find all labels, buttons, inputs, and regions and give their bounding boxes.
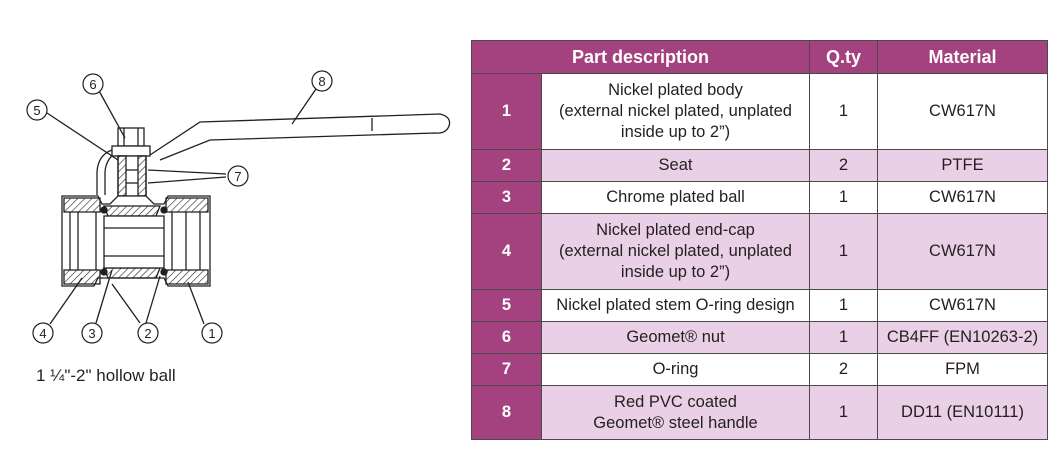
callout-8: 8 — [318, 74, 325, 89]
part-qty: 1 — [809, 289, 878, 322]
callout-5: 5 — [33, 103, 40, 118]
part-description: O-ring — [541, 353, 810, 386]
part-qty: 1 — [809, 181, 878, 214]
description-line: Chrome plated ball — [606, 188, 745, 206]
part-material: CB4FF (EN10263-2) — [877, 321, 1048, 354]
part-qty: 2 — [809, 353, 878, 386]
part-material: DD11 (EN10111) — [877, 385, 1048, 440]
part-material: CW617N — [877, 73, 1048, 150]
part-qty: 1 — [809, 385, 878, 440]
callout-3: 3 — [88, 326, 95, 341]
description-line: Nickel plated body — [608, 81, 743, 99]
part-description: Chrome plated ball — [541, 181, 810, 214]
valve-cross-section-drawing: 4 3 2 1 5 6 7 8 — [26, 70, 451, 344]
description-line: Nickel plated end-cap — [596, 221, 755, 239]
callout-7: 7 — [234, 169, 241, 184]
table-row: 4 Nickel plated end-cap (external nickel p… — [471, 213, 1048, 290]
part-description: Nickel plated end-cap (external nickel pl… — [541, 213, 810, 290]
part-material: CW617N — [877, 289, 1048, 322]
handle-lever — [149, 113, 451, 161]
description-line: Red PVC coated — [614, 392, 737, 411]
part-qty: 1 — [809, 73, 878, 150]
part-material: FPM — [877, 353, 1048, 386]
part-description: Seat — [541, 149, 810, 182]
part-description: Nickel plated stem O-ring design — [541, 289, 810, 322]
description-line: O-ring — [652, 360, 699, 378]
description-line: Seat — [658, 156, 693, 174]
description-line: (external nickel plated, unplated — [559, 102, 792, 120]
part-number: 6 — [471, 321, 542, 354]
header-part-description: Part description — [471, 40, 810, 74]
part-qty: 1 — [809, 321, 878, 354]
part-number: 5 — [471, 289, 542, 322]
header-qty: Q.ty — [809, 40, 878, 74]
part-description: Geomet® nut — [541, 321, 810, 354]
ball-shape — [103, 215, 165, 269]
description-line: inside up to 2”) — [620, 123, 731, 141]
description-line: inside up to 2”) — [620, 263, 731, 281]
part-number: 3 — [471, 181, 542, 214]
description-line: Nickel plated stem O-ring design — [556, 296, 795, 314]
part-number: 7 — [471, 353, 542, 386]
drawing-caption: 1 ¼"-2" hollow ball — [36, 366, 176, 385]
callout-2: 2 — [144, 326, 151, 341]
callout-6: 6 — [89, 77, 96, 92]
callout-1: 1 — [208, 326, 215, 341]
description-line: Geomet® steel handle — [593, 413, 758, 432]
table-header-row: Part description Q.ty Material — [471, 40, 1048, 74]
description-line: Geomet® nut — [626, 328, 725, 346]
nut-shape — [117, 127, 145, 147]
part-number: 1 — [471, 73, 542, 150]
part-qty: 2 — [809, 149, 878, 182]
part-number: 8 — [471, 385, 542, 440]
part-material: PTFE — [877, 149, 1048, 182]
description-line: (external nickel plated, unplated — [559, 242, 792, 260]
table-row: 1 Nickel plated body (external nickel plat… — [471, 73, 1048, 150]
part-material: CW617N — [877, 181, 1048, 214]
header-material: Material — [877, 40, 1048, 74]
part-description: Nickel plated body (external nickel plate… — [541, 73, 810, 150]
part-number: 4 — [471, 213, 542, 290]
callout-4: 4 — [39, 326, 46, 341]
part-qty: 1 — [809, 213, 878, 290]
part-material: CW617N — [877, 213, 1048, 290]
part-number: 2 — [471, 149, 542, 182]
